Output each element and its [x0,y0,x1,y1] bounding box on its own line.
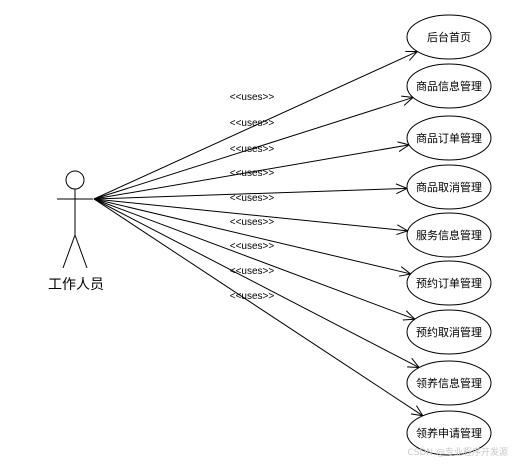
use-case-label: 商品订单管理 [416,131,482,145]
use-case-ellipse [406,115,492,161]
actor-left-leg [62,234,76,269]
relation-label: <<uses>> [230,193,275,204]
use-case-label: 领养信息管理 [416,376,482,390]
association-line [93,198,420,368]
relation-label: <<uses>> [230,217,275,228]
actor-label: 工作人员 [48,277,104,293]
association-line [93,198,408,232]
use-case-ellipse [406,14,492,60]
actor-right-leg [74,234,88,269]
use-case-ellipse [406,360,492,406]
association-line [93,198,416,320]
use-case-ellipse [406,164,492,210]
association-line [93,187,408,200]
actor-head [65,170,85,190]
relation-label: <<uses>> [230,92,275,103]
use-case-label: 预约取消管理 [416,325,482,339]
actor-figure [57,170,93,269]
use-case-label: 领养申请管理 [416,426,482,440]
relation-label: <<uses>> [230,241,275,252]
association-line [93,198,424,417]
association-line [93,198,411,275]
use-case-label: 服务信息管理 [416,228,482,242]
use-case-label: 商品取消管理 [416,180,482,194]
use-case-ellipse [406,410,492,456]
use-case-ellipse [406,212,492,258]
use-case-label: 后台首页 [427,30,471,44]
use-case-ellipse [406,63,492,109]
relation-label: <<uses>> [230,266,275,277]
relation-label: <<uses>> [230,118,275,129]
use-case-ellipse [406,309,492,355]
relation-label: <<uses>> [230,144,275,155]
use-case-label: 预约订单管理 [416,276,482,290]
relation-label: <<uses>> [230,168,275,179]
association-line [93,144,410,200]
use-case-label: 商品信息管理 [416,79,482,93]
association-line [93,50,418,200]
association-line [93,96,414,200]
relation-label: <<uses>> [230,291,275,302]
use-case-ellipse [406,260,492,306]
watermark: CSDN @专业程序开发源 [407,446,508,458]
